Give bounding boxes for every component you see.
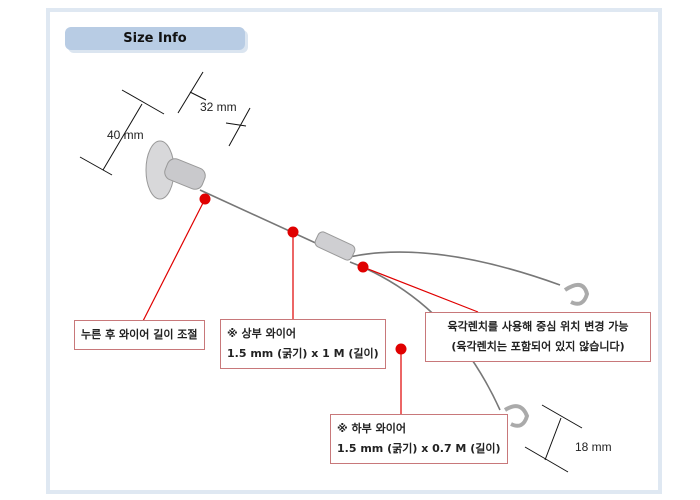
hook-icons [503, 282, 590, 428]
dim-18mm: 18 mm [575, 440, 612, 454]
size-info-header: Size Info [65, 27, 245, 50]
dimension-lines [79, 71, 583, 473]
connector-icon [314, 231, 356, 261]
dim-32mm: 32 mm [200, 100, 237, 114]
rosette-icon [145, 140, 206, 200]
wires [199, 189, 561, 411]
callout-upper-wire: ※ 상부 와이어 1.5 mm (굵기) x 1 M (길이) [220, 319, 386, 369]
callout-text: 누른 후 와이어 길이 조절 [81, 328, 198, 341]
callout-title: ※ 상부 와이어 [227, 327, 296, 340]
dim-40mm: 40 mm [107, 128, 144, 142]
callout-lower-wire: ※ 하부 와이어 1.5 mm (굵기) x 0.7 M (길이) [330, 414, 508, 464]
marker-dots [199, 193, 407, 355]
callout-adjust: 누른 후 와이어 길이 조절 [74, 320, 205, 350]
callout-title: ※ 하부 와이어 [337, 422, 406, 435]
callout-lines [142, 198, 479, 414]
callout-center: 육각렌치를 사용해 중심 위치 변경 가능 (육각렌치는 포함되어 있지 않습니… [425, 312, 651, 362]
callout-spec: 1.5 mm (굵기) x 1 M (길이) [227, 347, 379, 360]
callout-note: (육각렌치는 포함되어 있지 않습니다) [451, 340, 625, 353]
callout-text: 육각렌치를 사용해 중심 위치 변경 가능 [447, 320, 629, 333]
callout-spec: 1.5 mm (굵기) x 0.7 M (길이) [337, 442, 501, 455]
